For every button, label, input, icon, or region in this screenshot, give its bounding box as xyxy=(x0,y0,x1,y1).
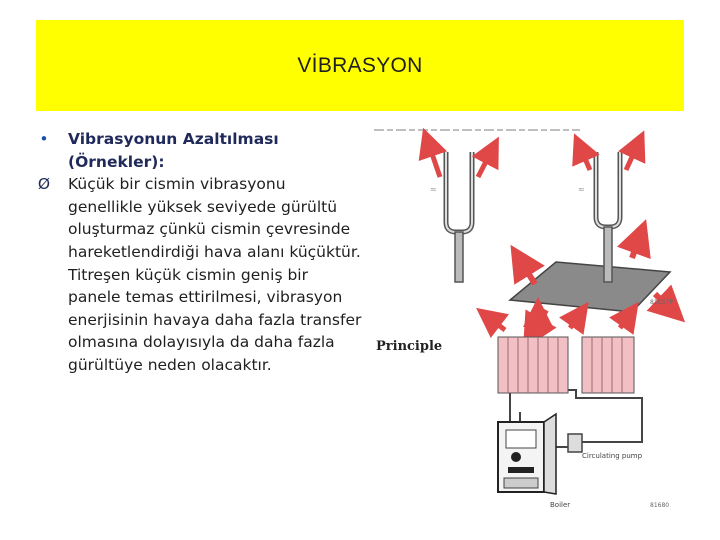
bullet-paragraph: Ø Küçük bir cismin vibrasyonu genellikle… xyxy=(34,173,364,376)
boiler-icon xyxy=(497,412,557,495)
arrow-icon xyxy=(609,301,639,335)
illustration-svg: ≈ ≈ 81C57P Principle xyxy=(374,127,686,509)
slide-title: VİBRASYON xyxy=(297,54,423,77)
arrow-icon xyxy=(510,244,545,286)
arrow-icon xyxy=(618,130,646,172)
vibrating-panel xyxy=(508,261,672,313)
text-content: • Vibrasyonun Azaltılması (Örnekler): Ø … xyxy=(34,128,364,377)
arrow-icon xyxy=(616,219,651,260)
svg-text:≈: ≈ xyxy=(430,185,437,194)
bullet-dot: • xyxy=(39,130,49,148)
paragraph-text: Küçük bir cismin vibrasyonu genellikle y… xyxy=(68,175,362,374)
radiator-left-icon xyxy=(497,336,569,394)
arrow-icon xyxy=(572,133,600,171)
vibration-illustration: ≈ ≈ 81C57P Principle xyxy=(370,122,690,517)
svg-text:≈: ≈ xyxy=(578,185,585,194)
heading-line1: Vibrasyonun Azaltılması xyxy=(68,130,279,148)
heading-line2: (Örnekler): xyxy=(68,152,165,171)
figure-code-2: 81680 xyxy=(650,502,669,509)
arrow-icon xyxy=(646,284,686,323)
radiator-right-icon xyxy=(581,336,635,394)
principle-label: Principle xyxy=(376,339,442,354)
title-banner: VİBRASYON xyxy=(36,20,684,111)
arrow-icon xyxy=(471,136,499,179)
arrow-icon xyxy=(476,307,510,339)
tuning-fork-left-icon: ≈ xyxy=(430,152,475,283)
figure-code-1: 81C57P xyxy=(650,299,673,306)
arrow-bullet-icon: Ø xyxy=(37,175,51,194)
pump-icon xyxy=(567,433,583,453)
bullet-heading: • Vibrasyonun Azaltılması (Örnekler): xyxy=(34,128,364,173)
arrow-icon xyxy=(418,127,448,178)
arrow-icon xyxy=(559,301,589,335)
tuning-fork-right-icon: ≈ xyxy=(578,152,623,283)
boiler-label: Boiler xyxy=(550,501,570,509)
pump-label: Circulating pump xyxy=(582,452,643,460)
